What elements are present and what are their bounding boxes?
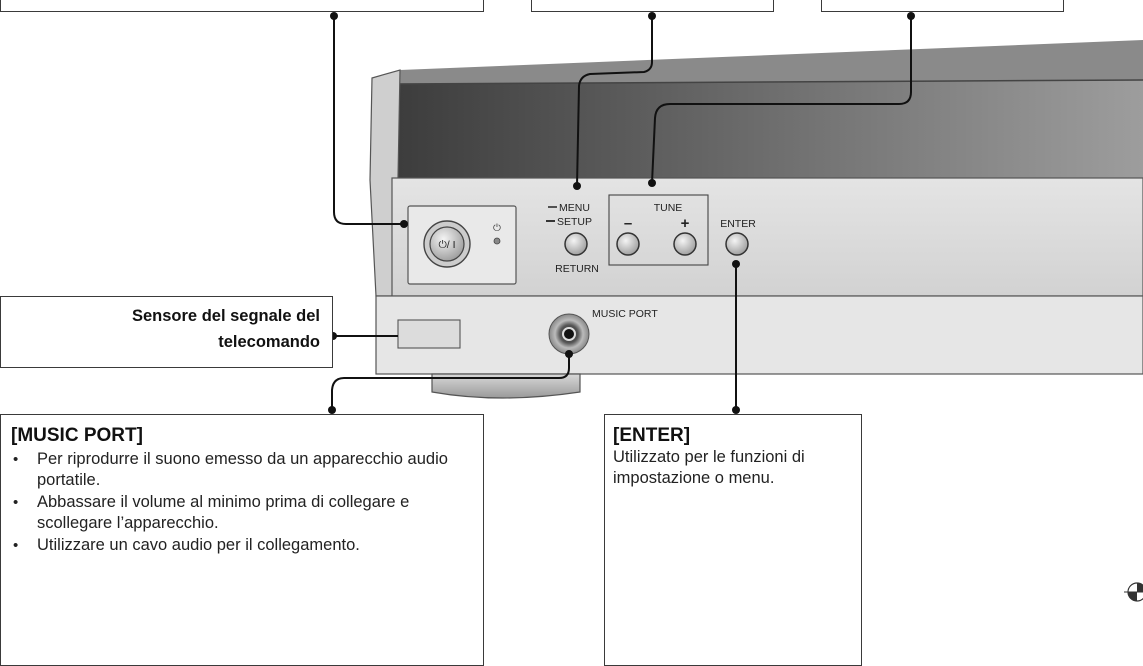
music-port-callout-title: [MUSIC PORT] bbox=[11, 425, 143, 446]
device-top-housing bbox=[391, 40, 1143, 178]
music-port-callout: [MUSIC PORT] Per riprodurre il suono eme… bbox=[0, 414, 484, 666]
tune-plus-label: + bbox=[681, 215, 690, 232]
tune-label: TUNE bbox=[654, 202, 683, 214]
sensor-callout-line2: telecomando bbox=[218, 333, 320, 351]
music-port-bullet-list: Per riprodurre il suono emesso da un app… bbox=[11, 449, 475, 556]
top-callout-box-power bbox=[0, 0, 484, 12]
enter-button[interactable] bbox=[725, 232, 749, 256]
registration-mark-icon bbox=[1124, 582, 1143, 602]
enter-callout: [ENTER] Utilizzato per le funzioni di im… bbox=[604, 414, 862, 666]
tune-minus-label: – bbox=[624, 215, 632, 232]
front-lower-panel bbox=[375, 295, 1143, 375]
top-callout-box-menu bbox=[531, 0, 774, 12]
tune-up-button[interactable] bbox=[673, 232, 697, 256]
music-port-bullet: Per riprodurre il suono emesso da un app… bbox=[11, 449, 475, 491]
sensor-callout-line1: Sensore del segnale del bbox=[132, 307, 320, 325]
power-button[interactable] bbox=[423, 220, 471, 268]
music-port-bullet: Abbassare il volume al minimo prima di c… bbox=[11, 492, 475, 534]
setup-label: SETUP bbox=[557, 216, 592, 228]
return-label: RETURN bbox=[555, 263, 599, 275]
menu-label: MENU bbox=[559, 202, 590, 214]
enter-callout-text: Utilizzato per le funzioni di impostazio… bbox=[613, 448, 805, 487]
power-button-label: ⏻/ I bbox=[438, 239, 455, 251]
music-port-label: MUSIC PORT bbox=[592, 308, 658, 320]
top-callout-box-tune bbox=[821, 0, 1064, 12]
remote-sensor-window bbox=[397, 319, 461, 349]
remote-sensor-callout: Sensore del segnale del telecomando bbox=[0, 296, 333, 368]
device-foot bbox=[431, 373, 581, 399]
tune-down-button[interactable] bbox=[616, 232, 640, 256]
leader-dots bbox=[328, 12, 915, 414]
control-panel bbox=[391, 177, 1143, 297]
music-port-jack[interactable] bbox=[548, 313, 590, 355]
standby-indicator-light bbox=[493, 237, 501, 245]
menu-setup-button[interactable] bbox=[564, 232, 588, 256]
music-port-bullet: Utilizzare un cavo audio per il collegam… bbox=[11, 535, 475, 556]
tune-group-frame bbox=[608, 194, 709, 266]
standby-indicator-icon: ⏻ bbox=[493, 223, 501, 234]
enter-callout-title: [ENTER] bbox=[613, 425, 691, 446]
enter-label: ENTER bbox=[720, 218, 756, 230]
leader-lines bbox=[331, 16, 912, 410]
